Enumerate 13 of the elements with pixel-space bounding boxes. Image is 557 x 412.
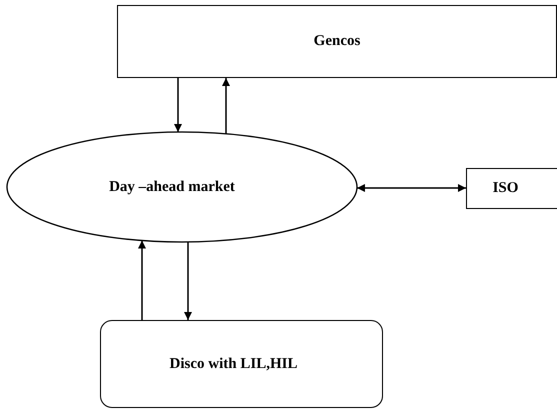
node-label: Day –ahead market [109,178,235,196]
process-box [100,320,383,408]
process-box [117,5,557,78]
node-label: ISO [492,180,518,197]
arrow [184,242,192,320]
node-label: Gencos [314,33,360,50]
market-ellipse [6,131,358,243]
arrow [356,184,466,192]
arrow [138,240,146,320]
node-label: Disco with LIL,HIL [170,356,298,372]
arrow [174,78,182,132]
arrow [222,78,230,134]
process-box [466,168,557,209]
